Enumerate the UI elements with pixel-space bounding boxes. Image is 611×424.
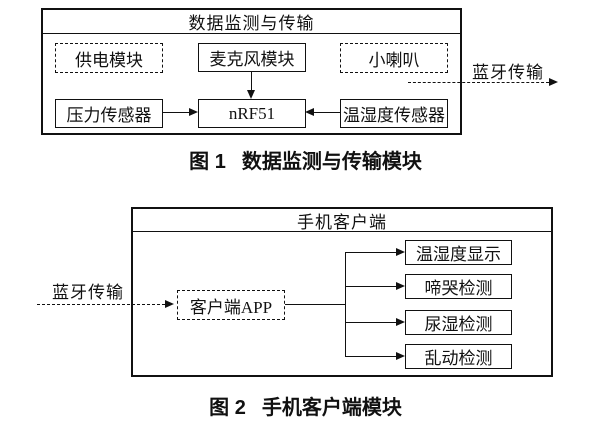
fig1-caption: 图 1 数据监测与传输模块	[0, 145, 611, 174]
arrow-line-mic-to-chip	[251, 72, 252, 91]
fig1-bluetooth-arrowhead-icon	[549, 78, 558, 86]
fig2-bluetooth-label: 蓝牙传输	[52, 283, 124, 302]
fig1-box-microphone-module: 麦克风模块	[198, 43, 306, 72]
fig2-box-movement-detection: 乱动检测	[405, 344, 512, 369]
fig1-bluetooth-dashed-line	[408, 82, 549, 83]
fig2-bluetooth-dashed-line	[37, 304, 165, 305]
fig2-branch-arrowhead-3-icon	[396, 318, 405, 326]
fig2-connector-app-to-trunk	[285, 304, 346, 305]
arrowhead-down-icon	[247, 90, 255, 99]
arrowhead-right-icon	[189, 108, 198, 116]
fig2-box-cry-detection: 啼哭检测	[405, 274, 512, 299]
fig2-branch-trunk-line	[345, 252, 346, 357]
fig2-branch-arrowhead-2-icon	[396, 282, 405, 290]
fig1-box-pressure-sensor: 压力传感器	[55, 99, 163, 128]
fig2-container-title: 手机客户端	[133, 209, 551, 232]
fig2-branch-arrowhead-4-icon	[396, 352, 405, 360]
fig2-box-client-app: 客户端APP	[177, 290, 285, 320]
fig1-caption-number: 图 1	[189, 151, 226, 173]
fig2-branch-arrowhead-1-icon	[396, 248, 405, 256]
fig2-caption-number: 图 2	[209, 397, 246, 419]
arrow-line-humidity-to-chip	[313, 112, 340, 113]
fig1-bluetooth-label: 蓝牙传输	[472, 63, 544, 82]
fig1-box-power-module: 供电模块	[55, 43, 163, 73]
fig2-branch-line-2	[345, 286, 397, 287]
fig2-bluetooth-arrowhead-icon	[165, 300, 174, 308]
fig2-box-wet-detection: 尿湿检测	[405, 310, 512, 335]
fig2-caption-text: 手机客户端模块	[261, 397, 402, 419]
fig2-branch-line-3	[345, 322, 397, 323]
fig1-box-temp-humidity-sensor: 温湿度传感器	[340, 99, 448, 128]
fig2-caption: 图 2 手机客户端模块	[0, 391, 611, 420]
fig1-caption-text: 数据监测与传输模块	[241, 151, 422, 173]
arrowhead-left-icon	[305, 108, 314, 116]
fig1-box-nrf51-chip: nRF51	[198, 99, 306, 128]
fig1-container-title: 数据监测与传输	[43, 10, 460, 34]
fig2-branch-line-4	[345, 356, 397, 357]
fig2-branch-line-1	[345, 252, 397, 253]
arrow-line-pressure-to-chip	[163, 112, 190, 113]
fig1-box-speaker: 小喇叭	[340, 43, 448, 73]
fig2-box-temp-humidity-display: 温湿度显示	[405, 240, 512, 265]
